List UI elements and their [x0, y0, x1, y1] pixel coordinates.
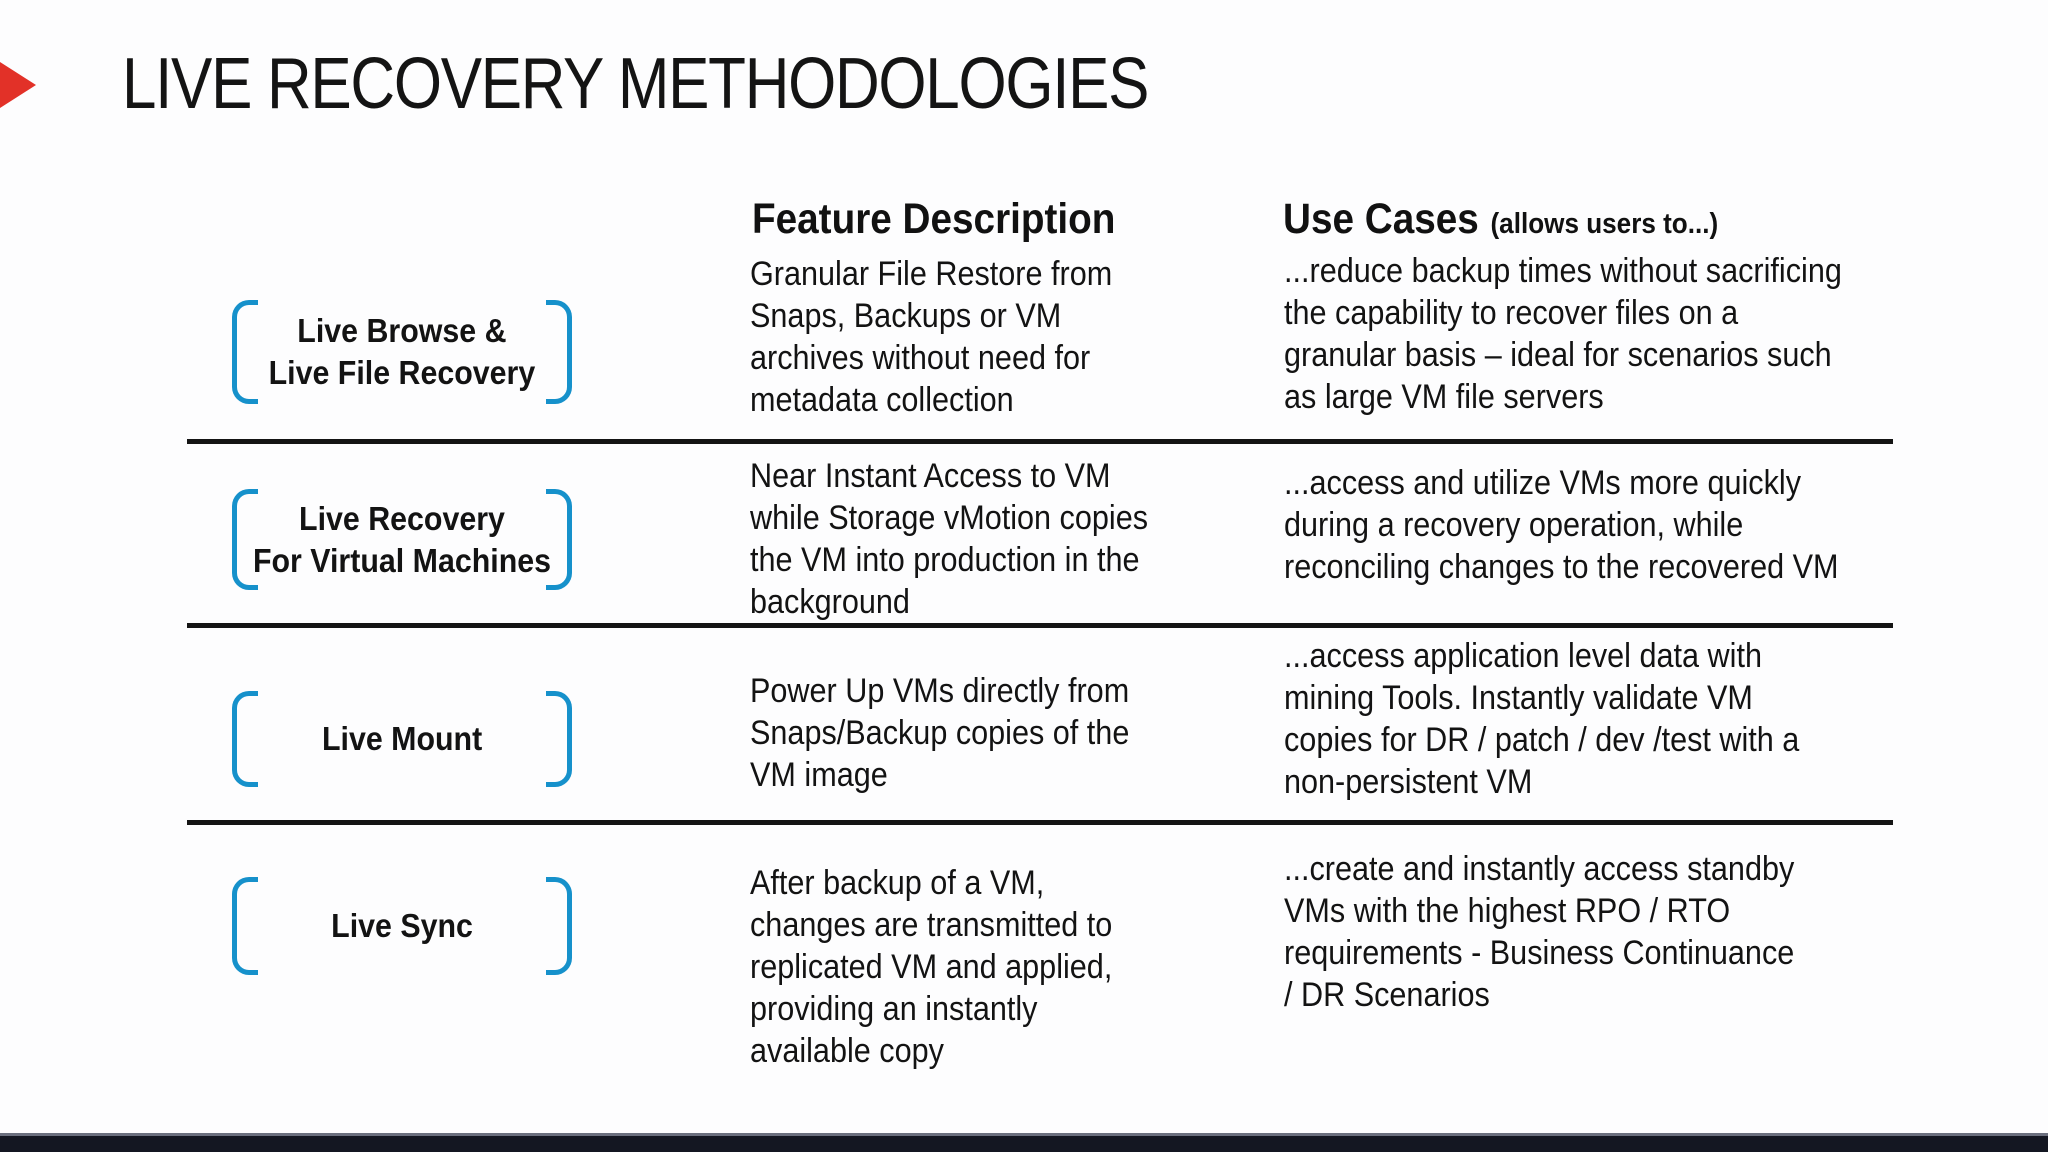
right-bracket-icon: [546, 300, 572, 404]
right-bracket-icon: [546, 691, 572, 787]
feature-name-box: Live Sync: [232, 877, 572, 975]
feature-name-label: Live Sync: [331, 907, 473, 944]
feature-description-cell: Power Up VMs directly from Snaps/Backup …: [750, 672, 1130, 794]
feature-description-cell: After backup of a VM, changes are transm…: [750, 864, 1113, 1070]
right-bracket-icon: [546, 877, 572, 975]
row-divider: [187, 820, 1893, 825]
feature-description-cell: Near Instant Access to VM while Storage …: [750, 457, 1149, 621]
row-divider: [187, 623, 1893, 628]
use-cases-header-label: Use Cases: [1283, 195, 1479, 243]
use-case-cell: ...access application level data with mi…: [1284, 637, 1800, 801]
left-bracket-icon: [232, 300, 258, 404]
use-case-cell: ...access and utilize VMs more quickly d…: [1284, 464, 1839, 586]
use-case-cell: ...create and instantly access standby V…: [1284, 850, 1795, 1014]
row-divider: [187, 439, 1893, 444]
use-case-cell: ...reduce backup times without sacrifici…: [1284, 252, 1842, 416]
feature-name-label: Live Recovery For Virtual Machines: [252, 499, 552, 579]
right-bracket-icon: [546, 489, 572, 590]
red-arrow-bullet-icon: [0, 62, 36, 108]
feature-name-box: Live Recovery For Virtual Machines: [232, 489, 572, 590]
left-bracket-icon: [232, 877, 258, 975]
feature-name-box: Live Browse & Live File Recovery: [232, 300, 572, 404]
feature-description-cell: Granular File Restore from Snaps, Backup…: [750, 255, 1113, 419]
footer-bar: [0, 1133, 2048, 1152]
feature-name-box: Live Mount: [232, 691, 572, 787]
column-header-use-cases: Use Cases (allows users to...): [1283, 195, 1719, 243]
feature-name-label: Live Mount: [321, 720, 483, 757]
page-title: LIVE RECOVERY METHODOLOGIES: [122, 44, 1149, 124]
feature-name-label: Live Browse & Live File Recovery: [268, 312, 536, 391]
left-bracket-icon: [232, 489, 258, 590]
column-header-feature-description: Feature Description: [752, 195, 1116, 243]
left-bracket-icon: [232, 691, 258, 787]
use-cases-header-note: (allows users to...): [1490, 208, 1719, 240]
